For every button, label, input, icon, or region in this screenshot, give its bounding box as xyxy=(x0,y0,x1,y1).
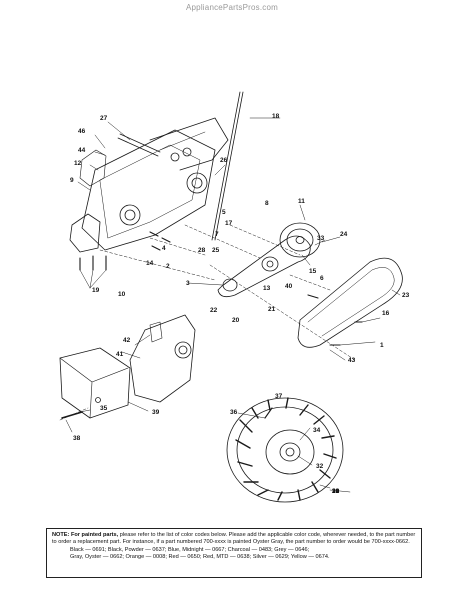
callout-2: 2 xyxy=(166,263,170,270)
callout-36: 36 xyxy=(230,409,238,416)
callout-12: 12 xyxy=(74,160,82,167)
callout-11: 11 xyxy=(298,198,305,205)
callout-19: 19 xyxy=(92,287,100,294)
callout-43: 43 xyxy=(348,357,356,364)
note-text: please refer to the list of color codes … xyxy=(52,532,416,546)
callout-26: 26 xyxy=(220,157,228,164)
v-belt-20 xyxy=(217,235,311,298)
callout-14: 14 xyxy=(146,260,154,267)
callout-15: 15 xyxy=(309,268,317,275)
callout-38: 38 xyxy=(73,435,81,442)
callout-32: 32 xyxy=(316,463,324,470)
callout-39: 39 xyxy=(152,409,160,416)
callout-28: 28 xyxy=(198,247,206,254)
callout-1: 1 xyxy=(380,342,384,349)
front-weight-36 xyxy=(59,347,131,419)
watermark: AppliancePartsPros.com xyxy=(186,3,278,12)
callout-29: 29 xyxy=(332,488,340,495)
callout-22: 22 xyxy=(210,307,218,314)
callout-41: 41 xyxy=(116,351,124,358)
pulley-24 xyxy=(279,222,321,258)
callout-18: 18 xyxy=(272,113,280,120)
callout-40: 40 xyxy=(285,283,293,290)
frame-left-plate xyxy=(81,129,216,251)
callout-16: 16 xyxy=(382,310,390,317)
wheel-rim-31 xyxy=(265,429,315,475)
callout-23: 23 xyxy=(402,292,410,299)
callout-13: 13 xyxy=(263,285,271,292)
bearing-right xyxy=(186,172,208,194)
drive-housing-lower xyxy=(129,314,196,403)
callout-34: 34 xyxy=(313,427,321,434)
callout-33: 33 xyxy=(317,235,325,242)
callout-44: 44 xyxy=(78,147,86,154)
callout-25: 25 xyxy=(212,247,220,254)
callout-35: 35 xyxy=(100,405,108,412)
color-codes-line-2: Gray, Oyster — 0662; Orange — 0008; Red … xyxy=(70,554,330,561)
callout-37: 37 xyxy=(275,393,283,400)
frame-top-plate xyxy=(149,117,229,171)
callout-10: 10 xyxy=(332,488,340,495)
callout-6: 6 xyxy=(320,275,324,282)
color-codes-line-1: Black — 0691; Black, Powder — 0637; Blue… xyxy=(70,546,310,553)
callout-42: 42 xyxy=(123,337,131,344)
callout-3: 3 xyxy=(186,280,190,287)
callout-27: 27 xyxy=(100,115,108,122)
callout-5: 5 xyxy=(222,209,226,216)
bearing-left xyxy=(119,204,141,226)
callout-46: 46 xyxy=(78,128,86,135)
control-rod-18 xyxy=(211,91,241,241)
callout-31: 31 xyxy=(332,488,340,495)
shaft-27 xyxy=(117,137,159,157)
bracket-left xyxy=(69,213,101,253)
callout-20: 20 xyxy=(232,317,240,324)
callout-9: 9 xyxy=(70,177,74,184)
callout-30: 30 xyxy=(332,488,340,495)
callout-17: 17 xyxy=(225,220,233,227)
tire-30 xyxy=(226,397,344,503)
bolt-37 xyxy=(61,411,83,419)
callout-7: 7 xyxy=(215,231,219,238)
note-bold-lead: For painted parts, xyxy=(70,532,119,538)
painted-parts-note: NOTE: For painted parts, please refer to… xyxy=(46,528,422,578)
belt-cover-43 xyxy=(297,257,403,348)
callout-8: 8 xyxy=(265,200,269,207)
callout-24: 24 xyxy=(340,231,348,238)
note-label: NOTE: xyxy=(52,532,70,538)
callout-10: 10 xyxy=(118,291,126,298)
callout-21: 21 xyxy=(268,306,276,313)
callout-4: 4 xyxy=(162,245,166,252)
